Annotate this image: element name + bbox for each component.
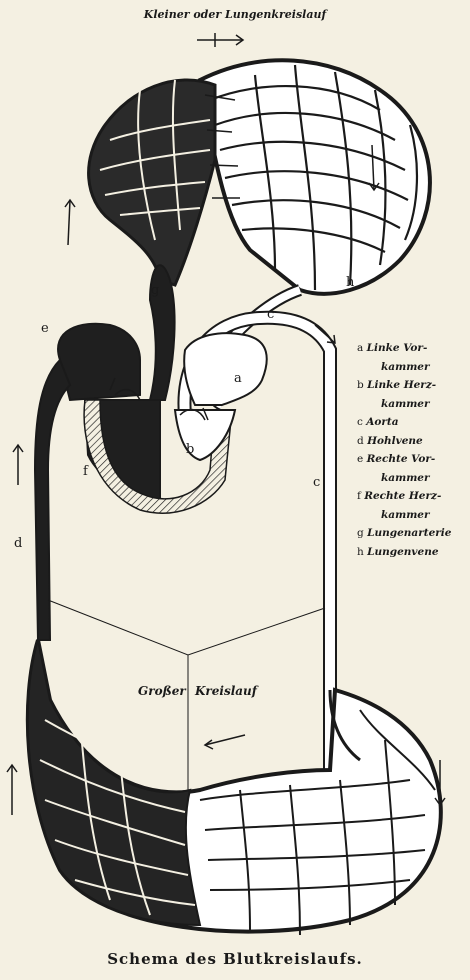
legend-item: d Hohlvene [357,432,467,451]
figure-caption: Schema des Blutkreislaufs. [0,950,470,968]
label-g: g [151,284,159,297]
vena-cava [35,360,70,640]
legend-item: g Lungenarterie [357,524,467,543]
great-circulation-label-right: Kreislauf [195,684,257,698]
label-c-descending: c [313,476,320,489]
legend-item: a Linke Vor- kammer [357,339,467,376]
legend: a Linke Vor- kammer b Linke Herz- kammer… [357,339,467,561]
legend-item: c Aorta [357,413,467,432]
label-f: f [83,465,88,478]
label-d: d [14,537,22,550]
lung-capillary-net [89,60,430,293]
label-h: h [346,276,354,289]
label-a: a [234,372,242,385]
legend-item: b Linke Herz- kammer [357,376,467,413]
label-b: b [186,443,194,456]
legend-item: f Rechte Herz- kammer [357,487,467,524]
label-c-aorta: c [267,308,274,321]
great-circulation-label-left: Großer [138,684,186,698]
label-e: e [41,322,49,335]
legend-item: e Rechte Vor- kammer [357,450,467,487]
legend-item: h Lungenvene [357,543,467,562]
